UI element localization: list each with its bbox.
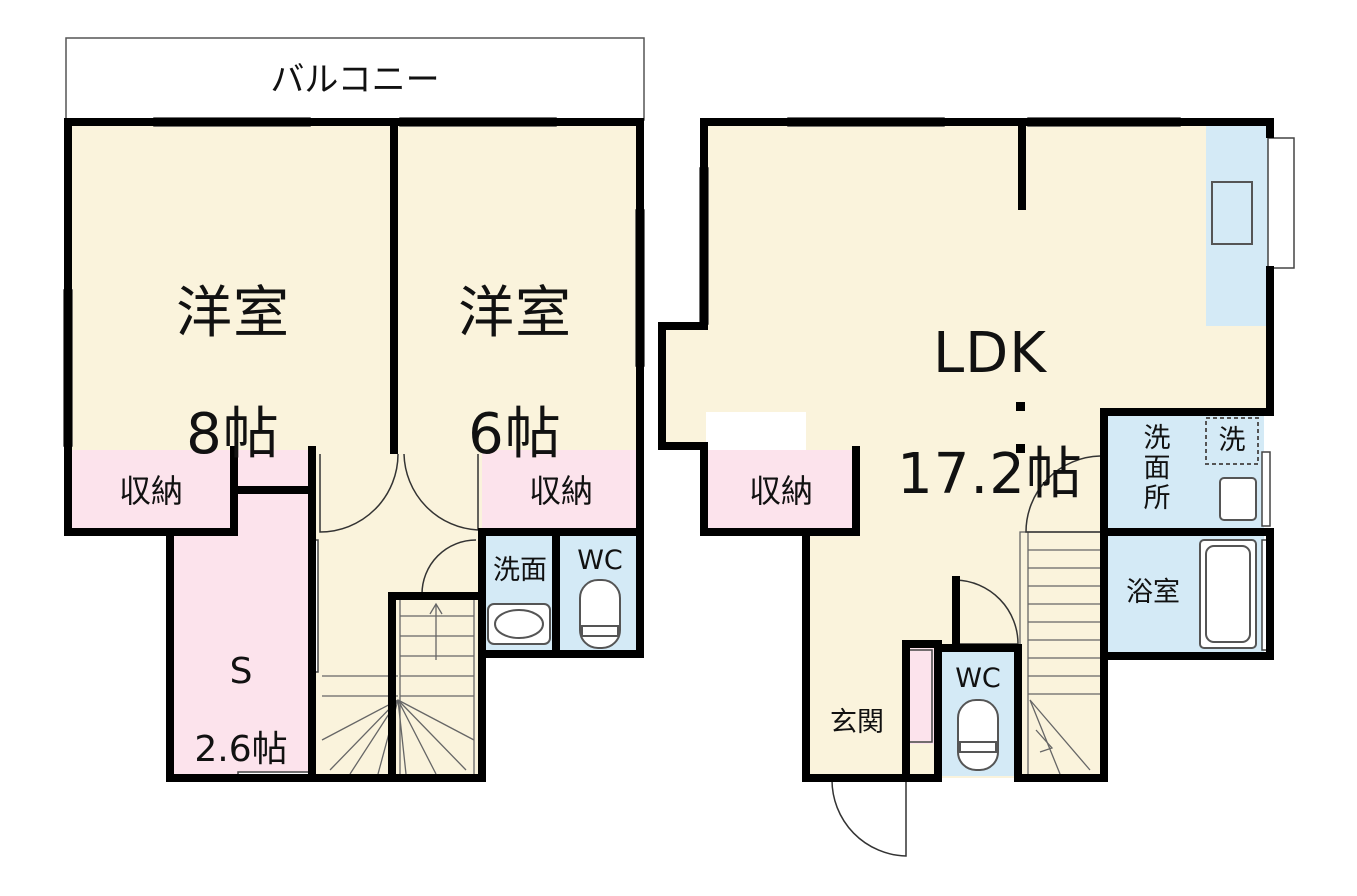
- service-room-name: S: [229, 650, 253, 692]
- toilet-1f-label: WC: [955, 663, 1001, 694]
- service-room-area: [170, 490, 312, 776]
- fixtures: [487, 181, 1259, 771]
- toilet-2f-label: WC: [577, 545, 623, 576]
- western-room-8-name: 洋室: [176, 281, 290, 347]
- balcony-label: バルコニー: [270, 60, 440, 100]
- hall-area: [314, 450, 482, 776]
- service-room-label: S 2.6帖: [170, 614, 312, 808]
- washer-label: 洗: [1218, 425, 1246, 456]
- ldk-area: [704, 122, 1270, 412]
- washroom-label: 洗 面 所: [1143, 423, 1171, 515]
- bay-window-area: [662, 324, 706, 446]
- bathtub: [1199, 539, 1257, 649]
- kitchen-sink: [1211, 181, 1253, 245]
- ldk-size: 17.2帖: [897, 442, 1083, 508]
- balcony-area: [65, 37, 645, 121]
- western-room-8-area: [68, 122, 390, 450]
- walls: [64, 118, 1274, 782]
- door-swings: [319, 453, 1101, 857]
- ldk-label: LDK 17.2帖: [870, 264, 1110, 566]
- storage-right-label: 収納: [528, 472, 593, 510]
- entrance-area: [806, 648, 906, 776]
- kitchen-area: [1206, 124, 1268, 326]
- storage-right-area: [482, 450, 638, 528]
- bathroom-label: 浴室: [1126, 577, 1180, 608]
- entrance-label: 玄関: [830, 707, 884, 738]
- service-room-size: 2.6帖: [194, 728, 288, 770]
- western-room-6-label: 洋室 6帖: [400, 224, 630, 526]
- floor-1: [662, 122, 1270, 778]
- stairs-2f: [321, 595, 475, 777]
- western-room-8-label: 洋室 8帖: [118, 224, 348, 526]
- ldk-name: LDK: [932, 321, 1048, 387]
- washbasin-label: 洗面: [493, 555, 547, 586]
- storage-1f-label: 収納: [748, 472, 813, 510]
- storage-left-label: 収納: [118, 472, 183, 510]
- toilet-1f-fixture: [957, 699, 999, 771]
- ldk-dots: [1016, 402, 1025, 453]
- storage-1f-area: [706, 450, 856, 530]
- storage-mid-area: [234, 450, 310, 490]
- toilet-2f-fixture: [579, 579, 621, 649]
- western-room-6-size: 6帖: [468, 402, 562, 468]
- western-room-6-name: 洋室: [458, 281, 572, 347]
- western-room-8-size: 8帖: [186, 402, 280, 468]
- sink-1f: [1219, 477, 1257, 521]
- western-room-6-area: [398, 122, 638, 450]
- floor-2: [65, 37, 645, 776]
